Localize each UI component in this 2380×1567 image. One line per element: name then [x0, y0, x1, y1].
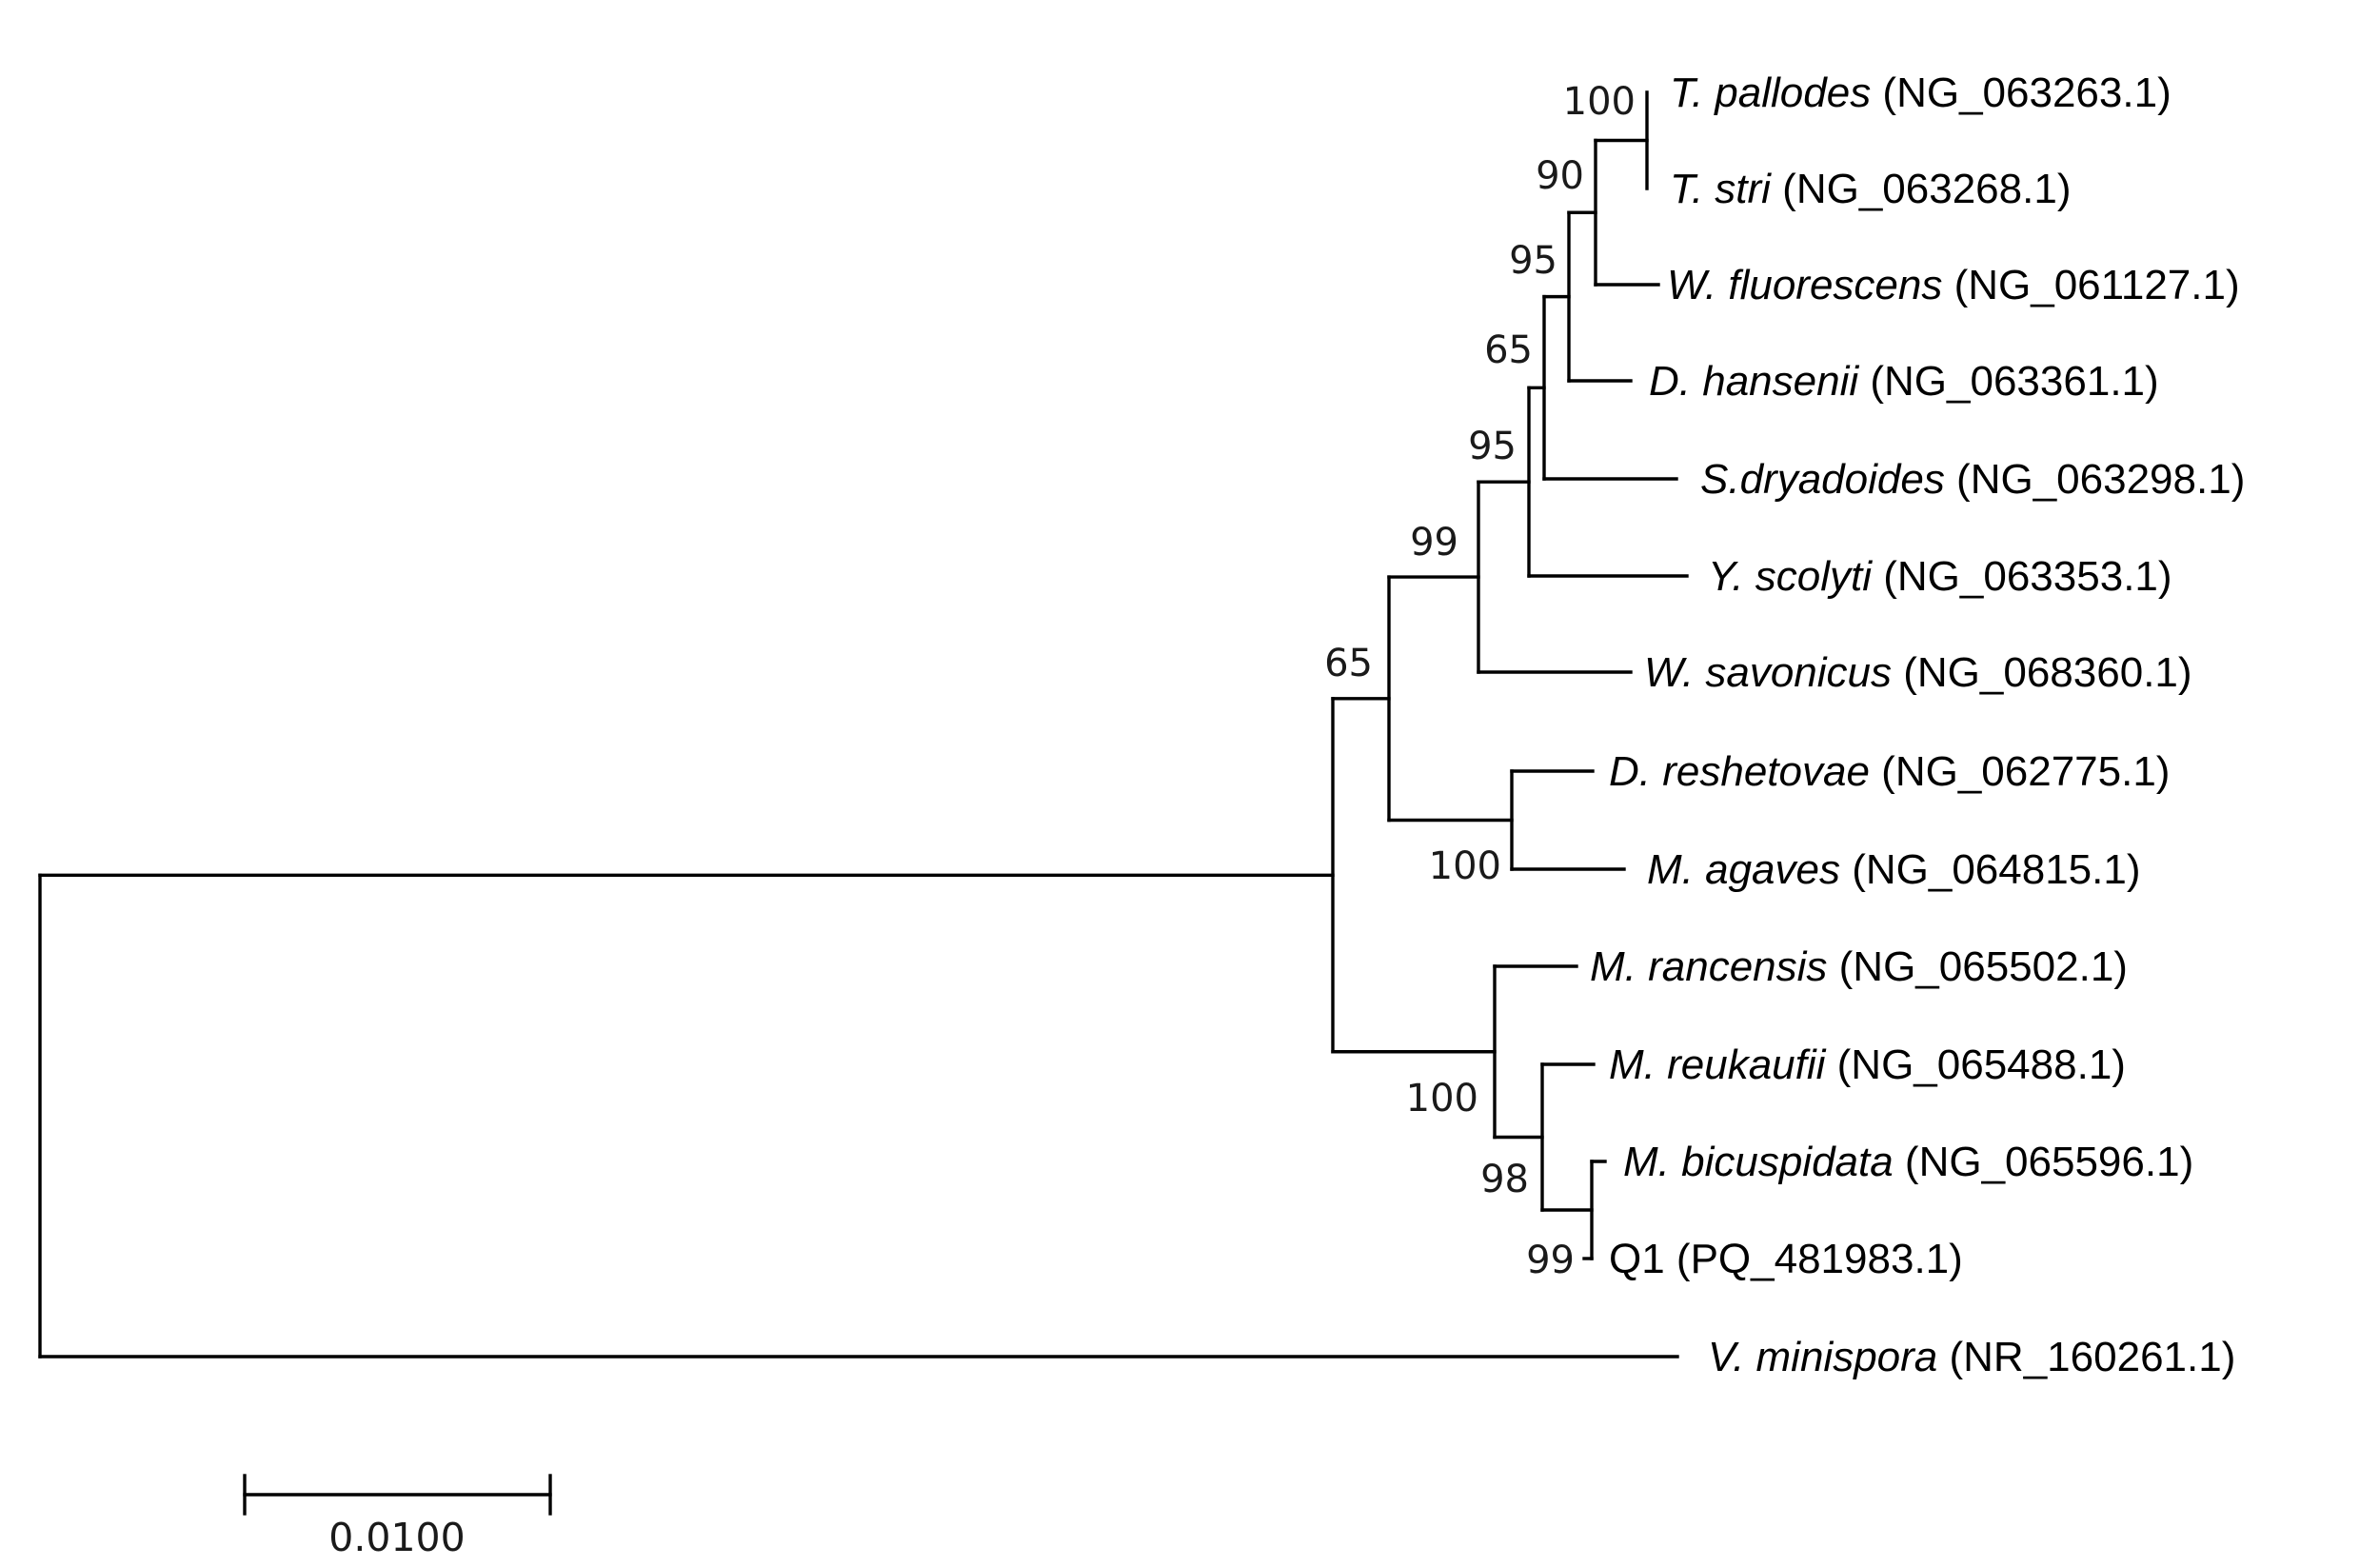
taxon-accession: (NG_063361.1): [1858, 358, 2159, 405]
taxon-label-t8: D. reshetovae (NG_062775.1): [1609, 748, 2170, 795]
bootstrap-n8: 100: [1429, 844, 1501, 888]
taxon-accession: (NG_063298.1): [1945, 456, 2246, 503]
taxon-label-t14: V. minispora (NR_160261.1): [1708, 1334, 2235, 1380]
taxon-species: D. reshetovae: [1609, 748, 1870, 795]
taxon-species: M. agaves: [1647, 846, 1840, 893]
taxon-label-t1: T. pallodes (NG_063263.1): [1670, 69, 2172, 116]
taxon-label-t2: T. stri (NG_063268.1): [1670, 166, 2071, 212]
taxon-species: W. fluorescens: [1667, 262, 1942, 308]
taxon-species: V. minispora: [1708, 1334, 1937, 1380]
taxon-accession: (NG_064815.1): [1840, 846, 2141, 893]
taxon-accession: (NG_061127.1): [1942, 262, 2239, 308]
bootstrap-n1: 100: [1563, 80, 1636, 124]
taxon-species: T. stri: [1670, 166, 1772, 212]
taxon-accession: (NG_065488.1): [1825, 1041, 2126, 1088]
taxon-label-t13: Q1 (PQ_481983.1): [1609, 1236, 1963, 1282]
bootstrap-n9: 100: [1406, 1077, 1478, 1121]
bootstrap-n10: 98: [1480, 1158, 1529, 1201]
taxon-species: Y. scolyti: [1708, 553, 1873, 600]
taxon-accession: (NG_063353.1): [1872, 553, 2172, 600]
bootstrap-n11: 99: [1526, 1239, 1575, 1282]
taxon-label-t12: M. bicuspidata (NG_065596.1): [1623, 1139, 2193, 1185]
taxon-species: M. bicuspidata: [1623, 1139, 1894, 1185]
taxon-accession: (NG_062775.1): [1870, 748, 2171, 795]
taxon-species: D. hansenii: [1649, 358, 1859, 405]
bootstrap-n3: 95: [1509, 239, 1557, 283]
scale-bar: 0.0100: [243, 1474, 552, 1560]
taxon-label-t6: Y. scolyti (NG_063353.1): [1708, 553, 2172, 600]
taxon-accession: (NR_160261.1): [1937, 1334, 2235, 1380]
bootstrap-n6: 99: [1410, 521, 1458, 565]
taxon-accession: (NG_063268.1): [1771, 166, 2072, 212]
taxon-label-t10: M. rancensis (NG_065502.1): [1590, 943, 2128, 990]
taxon-species: T. pallodes: [1670, 69, 1871, 116]
taxon-accession: (NG_063263.1): [1871, 69, 2172, 116]
taxon-accession: Q1 (PQ_481983.1): [1609, 1236, 1963, 1282]
taxon-labels: T. pallodes (NG_063263.1) T. stri (NG_063…: [1590, 69, 2245, 1380]
taxon-label-t11: M. reukaufii (NG_065488.1): [1609, 1041, 2126, 1088]
bootstrap-n7: 65: [1324, 642, 1373, 685]
taxon-species: W. savonicus: [1644, 649, 1892, 696]
bootstrap-n4: 65: [1484, 328, 1533, 372]
bootstrap-n2: 90: [1536, 154, 1584, 198]
taxon-species: M. reukaufii: [1609, 1041, 1827, 1088]
bootstrap-n5: 95: [1468, 425, 1517, 468]
taxon-accession: (NG_068360.1): [1892, 649, 2192, 696]
taxon-species: S.dryadoides: [1700, 456, 1945, 503]
taxon-label-t5: S.dryadoides (NG_063298.1): [1700, 456, 2245, 503]
taxon-label-t9: M. agaves (NG_064815.1): [1647, 846, 2141, 893]
taxon-label-t4: D. hansenii (NG_063361.1): [1649, 358, 2159, 405]
taxon-label-t7: W. savonicus (NG_068360.1): [1644, 649, 2192, 696]
scale-bar-label: 0.0100: [328, 1515, 465, 1560]
taxon-species: M. rancensis: [1590, 943, 1827, 990]
taxon-label-t3: W. fluorescens (NG_061127.1): [1667, 262, 2240, 308]
taxon-accession: (NG_065502.1): [1827, 943, 2128, 990]
tree-branches: [38, 90, 1689, 1359]
taxon-accession: (NG_065596.1): [1894, 1139, 2194, 1185]
